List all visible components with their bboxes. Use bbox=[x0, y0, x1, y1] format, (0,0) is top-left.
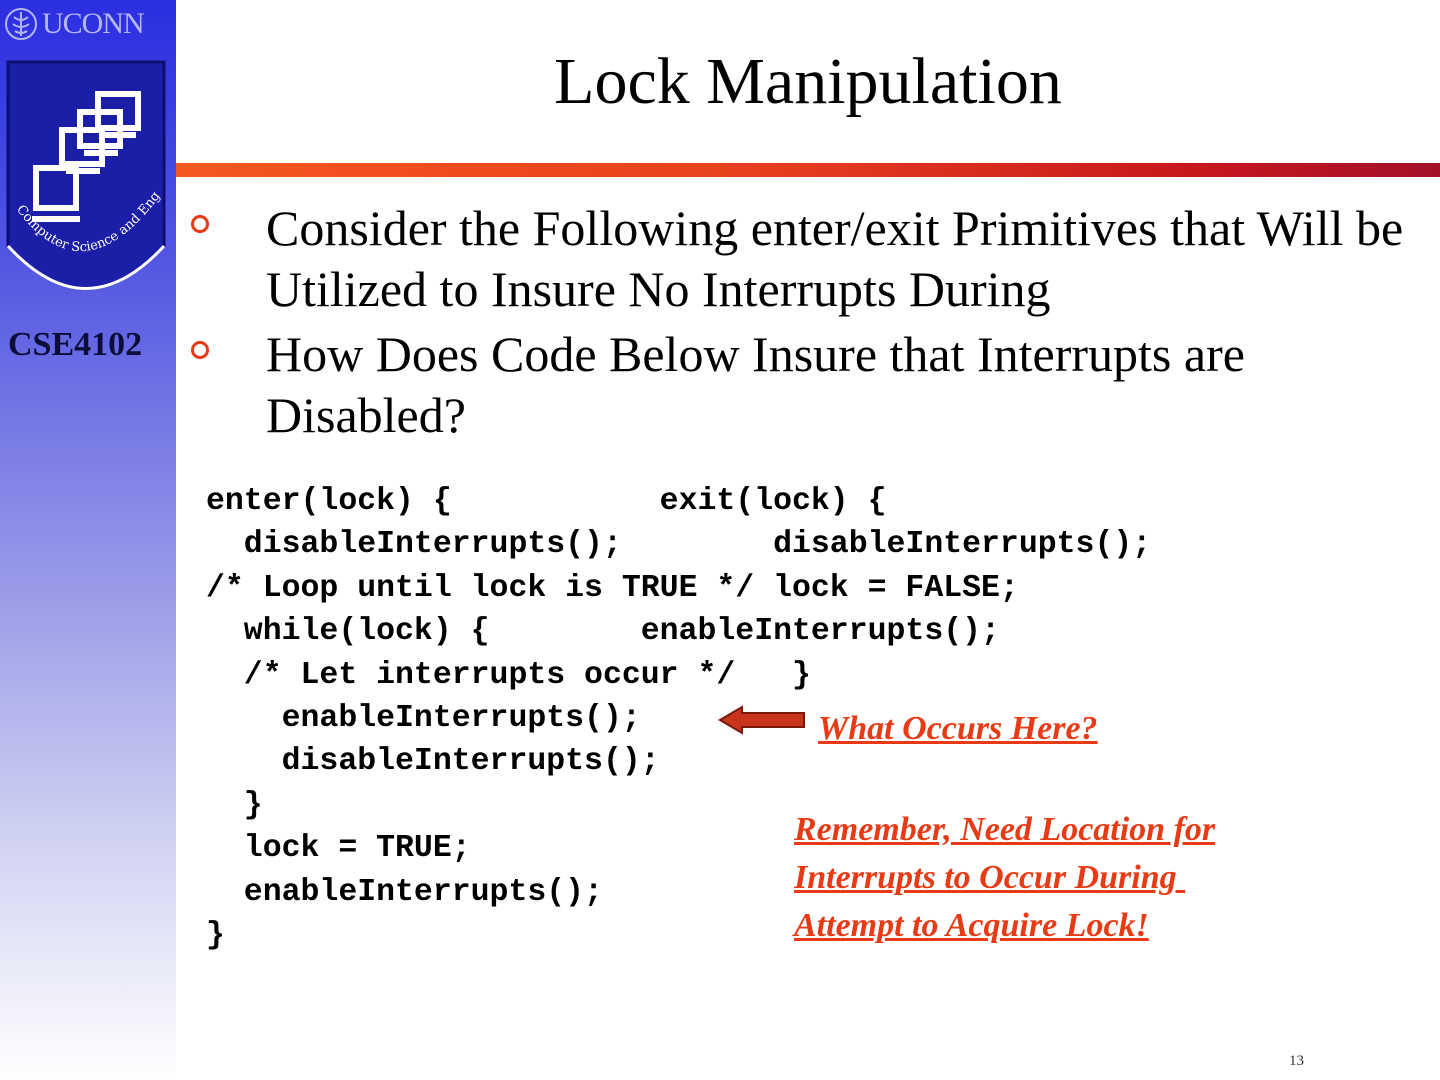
bullet-text: Consider the Following enter/exit Primit… bbox=[266, 200, 1404, 317]
bullet-item: How Does Code Below Insure that Interrup… bbox=[186, 324, 1416, 446]
code-line: lock = TRUE; bbox=[206, 831, 471, 867]
stacked-computers-icon bbox=[33, 91, 141, 211]
code-line: } bbox=[206, 918, 225, 954]
university-logo-text: UCONN bbox=[42, 7, 145, 40]
code-line: /* Loop until lock is TRUE */ lock = FAL… bbox=[206, 570, 1019, 606]
callout-note-line: Remember, Need Location for bbox=[794, 811, 1216, 848]
callout-note-line: Attempt to Acquire Lock! bbox=[794, 907, 1149, 944]
department-logo: Computer Science and Engineering bbox=[2, 56, 166, 290]
code-line: while(lock) { enableInterrupts(); bbox=[206, 614, 1000, 650]
hollow-circle-bullet-icon bbox=[191, 341, 209, 359]
sidebar: UCONN Computer Science and Engineering C… bbox=[0, 0, 176, 1080]
code-line: enableInterrupts(); bbox=[206, 874, 603, 910]
callout-question: What Occurs Here? bbox=[818, 710, 1098, 747]
code-line: disableInterrupts(); disableInterrupts()… bbox=[206, 527, 1152, 563]
bullet-list: Consider the Following enter/exit Primit… bbox=[186, 198, 1416, 450]
course-label: CSE4102 bbox=[8, 326, 143, 363]
bullet-item: Consider the Following enter/exit Primit… bbox=[186, 198, 1416, 320]
title-divider bbox=[176, 163, 1440, 177]
code-line: disableInterrupts(); bbox=[206, 744, 660, 780]
code-line: } bbox=[206, 787, 263, 823]
uconn-seal-icon bbox=[5, 8, 37, 40]
code-line: /* Let interrupts occur */ } bbox=[206, 657, 811, 693]
slide-title: Lock Manipulation bbox=[554, 45, 1062, 118]
callout-note-line: Interrupts to Occur During bbox=[794, 859, 1186, 896]
code-line: enter(lock) { exit(lock) { bbox=[206, 484, 887, 519]
code-block: enter(lock) { exit(lock) { disableInterr… bbox=[206, 480, 1151, 957]
bullet-text: How Does Code Below Insure that Interrup… bbox=[266, 326, 1245, 443]
university-logo: UCONN bbox=[4, 4, 164, 44]
left-arrow-icon bbox=[718, 705, 805, 735]
hollow-circle-bullet-icon bbox=[191, 215, 209, 233]
callout-note: Remember, Need Location for Interrupts t… bbox=[794, 806, 1354, 950]
code-line: enableInterrupts(); bbox=[206, 701, 641, 737]
page-number: 13 bbox=[1289, 1053, 1304, 1069]
